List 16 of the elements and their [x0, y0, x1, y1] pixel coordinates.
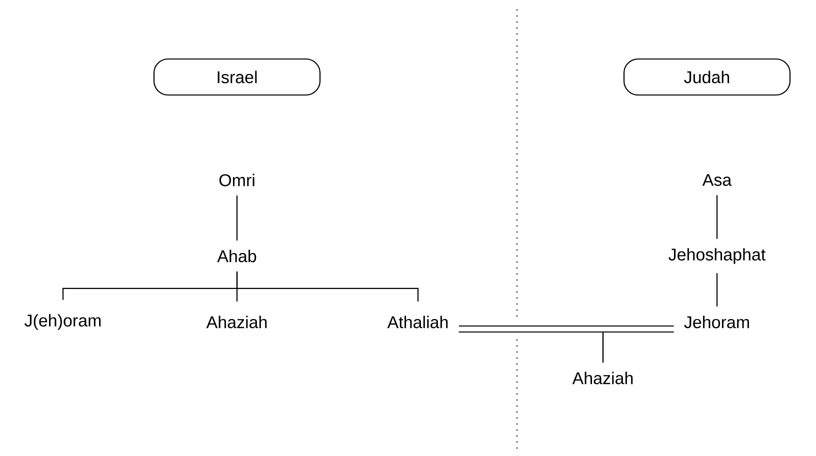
name-label: Ahaziah: [206, 316, 267, 328]
kingdom-box: Judah: [623, 58, 791, 96]
descent-line: [716, 273, 718, 307]
name-label: Athaliah: [387, 316, 448, 328]
name-label: Jehoram: [684, 316, 749, 328]
descent-line: [602, 331, 674, 363]
name-label: J(eh)oram: [24, 314, 101, 330]
name-label: Asa: [702, 174, 732, 186]
descent-line: [716, 195, 718, 239]
name-label: Ahab: [217, 250, 256, 262]
kingdom-box: Israel: [153, 58, 321, 96]
name-label: Jehoshaphat: [668, 248, 766, 264]
name-label: Ahaziah: [572, 372, 633, 384]
descent-line: [236, 271, 419, 302]
name-label: Omri: [219, 174, 254, 186]
descent-line: [236, 195, 238, 241]
